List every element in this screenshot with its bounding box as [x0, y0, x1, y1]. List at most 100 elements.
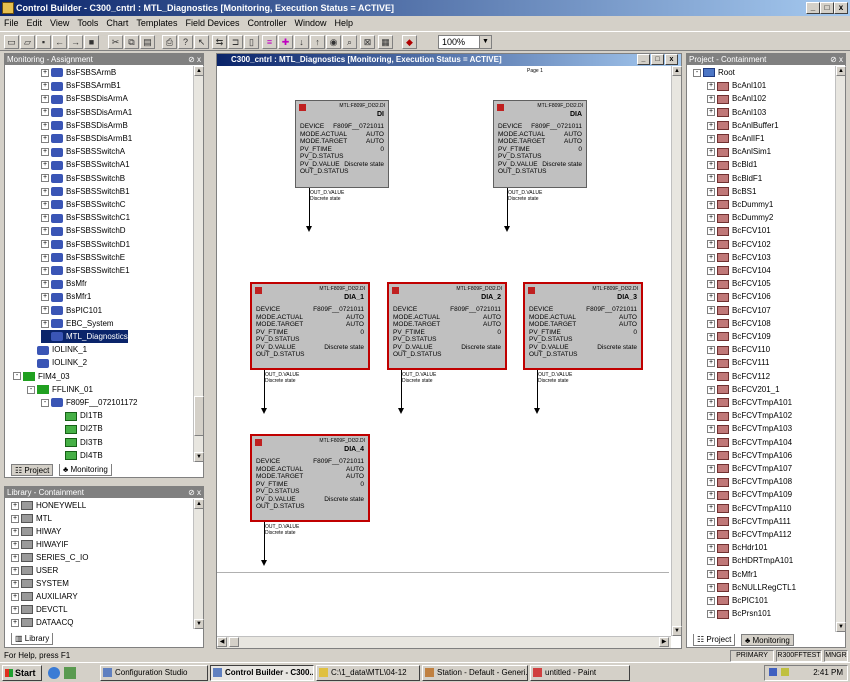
up-arrow-icon[interactable]: ↑ — [310, 35, 325, 49]
expand-icon[interactable]: + — [707, 214, 715, 223]
menu-controller[interactable]: Controller — [247, 18, 287, 28]
expand-icon[interactable]: + — [707, 517, 715, 526]
monitor-icon[interactable]: ◉ — [326, 35, 341, 49]
maximize-button[interactable]: □ — [820, 2, 834, 14]
library-item[interactable]: +DEVCTL — [11, 603, 68, 616]
expand-icon[interactable]: + — [707, 108, 715, 117]
align-icon[interactable]: ≡ — [262, 35, 277, 49]
tree-item[interactable]: IOLINK_2 — [27, 356, 87, 369]
tree-item[interactable]: +BsFSBSSwitchA — [41, 145, 125, 158]
expand-icon[interactable]: + — [707, 596, 715, 605]
tree-item[interactable]: +BsFSBSSwitchB — [41, 172, 125, 185]
expand-icon[interactable]: + — [11, 514, 19, 523]
tree-item[interactable]: +EBC_System — [41, 317, 114, 330]
disk-icon[interactable]: ■ — [84, 35, 99, 49]
expand-icon[interactable]: + — [707, 372, 715, 381]
chart-minimize-button[interactable]: _ — [637, 54, 650, 65]
expand-icon[interactable]: + — [11, 605, 19, 614]
project-item[interactable]: +BcFCV101 — [707, 224, 771, 237]
chart-horizontal-scrollbar[interactable]: ◀ ▶ — [217, 636, 671, 648]
menu-help[interactable]: Help — [334, 18, 354, 28]
output-wire[interactable] — [401, 370, 402, 408]
scroll-up-icon[interactable]: ▲ — [836, 66, 846, 76]
expand-icon[interactable]: + — [41, 134, 49, 143]
expand-icon[interactable]: + — [707, 280, 715, 289]
expand-icon[interactable]: + — [41, 266, 49, 275]
tree-item[interactable]: +BsFSBSDisArmB1 — [41, 132, 132, 145]
library-item[interactable]: +SYSTEM — [11, 577, 69, 590]
tree-item[interactable]: +BsMfr1 — [41, 290, 91, 303]
expand-icon[interactable]: + — [707, 570, 715, 579]
print-icon[interactable]: ⎙ — [162, 35, 177, 49]
tree-item[interactable]: +BsFSBSArmB1 — [41, 79, 121, 92]
project-item[interactable]: +BcPrsn101 — [707, 607, 771, 620]
expand-icon[interactable]: + — [707, 398, 715, 407]
add-icon[interactable]: ✚ — [278, 35, 293, 49]
expand-icon[interactable]: + — [707, 134, 715, 143]
chart-vertical-scrollbar[interactable]: ▲ ▼ — [671, 66, 682, 636]
collapse-icon[interactable]: - — [41, 398, 49, 407]
tree-item[interactable]: +BsFSBSSwitchE1 — [41, 264, 130, 277]
grid-icon[interactable]: ▦ — [378, 35, 393, 49]
expand-icon[interactable]: + — [707, 293, 715, 302]
expand-icon[interactable]: + — [707, 266, 715, 275]
project-item[interactable]: +BcBldF1 — [707, 172, 762, 185]
block-icon[interactable]: ▯ — [244, 35, 259, 49]
menu-tools[interactable]: Tools — [77, 18, 99, 28]
project-item[interactable]: +BcFCVTmpA111 — [707, 515, 791, 528]
expand-icon[interactable]: + — [707, 174, 715, 183]
project-item[interactable]: +BcFCV107 — [707, 304, 771, 317]
expand-icon[interactable]: + — [707, 544, 715, 553]
menu-edit[interactable]: Edit — [26, 18, 43, 28]
expand-icon[interactable]: + — [707, 359, 715, 368]
task-explorer[interactable]: C:\1_data\MTL\04-12 — [316, 665, 420, 681]
tree-item[interactable]: +BsPIC101 — [41, 304, 102, 317]
forward-icon[interactable]: → — [68, 35, 83, 49]
expand-icon[interactable]: + — [41, 161, 49, 170]
search-icon[interactable]: ⌕ — [342, 35, 357, 49]
panel-close-icon[interactable]: ⊘ x — [188, 55, 201, 64]
open-icon[interactable]: ▱ — [20, 35, 35, 49]
tree-item[interactable]: +BsFSBSDisArmB — [41, 119, 128, 132]
project-item[interactable]: +BcFCVTmpA107 — [707, 462, 792, 475]
project-item[interactable]: +BcFCVTmpA108 — [707, 475, 792, 488]
expand-icon[interactable]: + — [707, 148, 715, 157]
fit-icon[interactable]: ⊠ — [360, 35, 375, 49]
project-item[interactable]: +BcBS1 — [707, 185, 756, 198]
wire-tool-icon[interactable]: ⇆ — [212, 35, 227, 49]
library-item[interactable]: +HIWAYIF — [11, 538, 68, 551]
expand-icon[interactable]: + — [707, 478, 715, 487]
expand-icon[interactable]: + — [707, 240, 715, 249]
clock[interactable]: 2:41 PM — [813, 668, 843, 677]
menu-field-devices[interactable]: Field Devices — [185, 18, 240, 28]
save-icon[interactable]: ▪ — [36, 35, 51, 49]
expand-icon[interactable]: + — [11, 553, 19, 562]
project-item[interactable]: +BcFCV110 — [707, 343, 770, 356]
back-icon[interactable]: ← — [52, 35, 67, 49]
cut-icon[interactable]: ✂ — [108, 35, 123, 49]
collapse-icon[interactable]: - — [693, 68, 701, 77]
project-item[interactable]: +BcAnl103 — [707, 106, 766, 119]
volume-icon[interactable] — [781, 668, 789, 676]
project-scrollbar[interactable]: ▲ ▼ — [835, 66, 846, 632]
monitoring-scrollbar[interactable]: ▲ ▼ — [193, 66, 204, 462]
chart-maximize-button[interactable]: □ — [651, 54, 664, 65]
scroll-up-icon[interactable]: ▲ — [194, 499, 204, 509]
expand-icon[interactable]: + — [41, 121, 49, 130]
tree-item[interactable]: +BsFSBSDisArmA1 — [41, 106, 132, 119]
library-item[interactable]: +MTL — [11, 512, 52, 525]
tree-item[interactable]: +BsFSBSSwitchD1 — [41, 238, 130, 251]
task-paint[interactable]: untitled - Paint — [530, 665, 630, 681]
chevron-down-icon[interactable]: ▼ — [479, 36, 491, 48]
scroll-thumb[interactable] — [194, 396, 204, 436]
output-wire[interactable] — [264, 370, 265, 408]
project-item[interactable]: +BcFCV102 — [707, 238, 771, 251]
expand-icon[interactable]: + — [11, 566, 19, 575]
expand-icon[interactable]: + — [41, 280, 49, 289]
tree-item[interactable]: -FFLINK_01 — [27, 383, 93, 396]
project-item[interactable]: +BcFCV112 — [707, 370, 770, 383]
tree-root[interactable]: -Root — [693, 66, 735, 79]
